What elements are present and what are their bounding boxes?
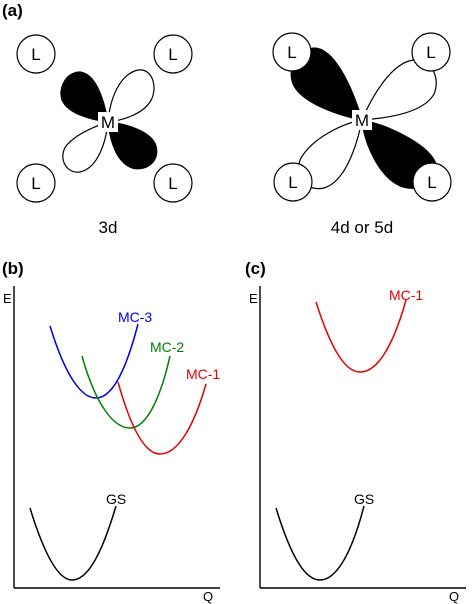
orbital-lobe-white-top-right: [361, 59, 437, 121]
panel-c-plot: E Q GS MC-1: [249, 286, 466, 604]
ligand-bottom-right: L: [153, 163, 193, 203]
complex-4d-5d: M L L L L 4d or 5d: [272, 32, 452, 237]
orbital-lobe-white-top-right: [107, 69, 155, 123]
ligand-label: L: [427, 173, 436, 192]
ligand-label: L: [31, 174, 40, 193]
metal-label: M: [355, 111, 369, 130]
orbital-lobe-black-top-left: [60, 71, 109, 123]
ligand-label: L: [287, 43, 296, 62]
metal-label: M: [101, 113, 115, 132]
orbital-lobe-white-bottom-left: [62, 121, 109, 173]
ligand-label: L: [31, 45, 40, 64]
energy-axis-label-b: E: [3, 291, 12, 306]
curve-mc1-b: [117, 381, 207, 455]
metal-center-box: [352, 110, 372, 130]
ligand-label: L: [168, 174, 177, 193]
metal-center-box: [98, 112, 118, 132]
panel-c-label: (c): [245, 259, 266, 278]
ligand-label: L: [168, 45, 177, 64]
caption-3d: 3d: [99, 218, 118, 237]
ligand-top-left: L: [272, 32, 312, 72]
coordinate-axis-label-b: Q: [203, 589, 213, 604]
caption-4d-5d: 4d or 5d: [331, 218, 393, 237]
curve-mc3-b: [49, 323, 139, 399]
ligand-bottom-left: L: [16, 163, 56, 203]
complex-3d: M L L L L 3d: [16, 34, 193, 237]
curve-gs-b: [29, 505, 117, 581]
curve-label-mc1-c: MC-1: [389, 287, 423, 303]
curve-label-mc2-b: MC-2: [150, 339, 184, 355]
curve-label-gs-b: GS: [106, 491, 126, 507]
panel-b-plot: E Q GS MC-3 MC-2 MC-1: [3, 286, 220, 604]
ligand-label: L: [426, 43, 435, 62]
curve-label-mc3-b: MC-3: [118, 309, 152, 325]
curve-label-mc1-b: MC-1: [186, 366, 220, 382]
coordinate-axis-label-c: Q: [449, 589, 459, 604]
panel-a-label: (a): [2, 1, 23, 20]
panel-b-label: (b): [2, 259, 24, 278]
orbital-lobe-black-bottom-right: [107, 121, 158, 170]
energy-axis-label-c: E: [249, 291, 258, 306]
ligand-bottom-right: L: [412, 162, 452, 202]
ligand-bottom-left: L: [273, 162, 313, 202]
ligand-top-left: L: [16, 34, 56, 74]
curve-gs-c: [275, 505, 365, 581]
ligand-top-right: L: [153, 34, 193, 74]
curve-label-gs-c: GS: [354, 491, 374, 507]
curve-mc1-c: [315, 299, 407, 373]
ligand-top-right: L: [411, 32, 451, 72]
curve-mc2-b: [81, 355, 171, 429]
ligand-label: L: [288, 173, 297, 192]
